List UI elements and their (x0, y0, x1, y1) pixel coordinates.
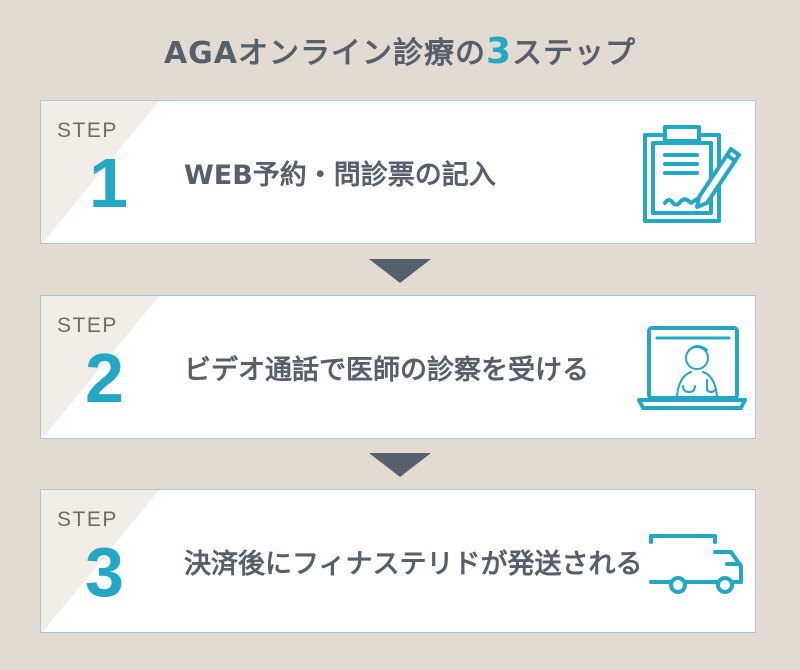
laptop-doctor-icon (637, 326, 747, 410)
clipboard-pen-icon (643, 125, 741, 223)
title-prefix: AGAオンライン診療の (163, 36, 486, 71)
step-label: STEP (57, 314, 118, 337)
title-number: 3 (486, 31, 513, 72)
step-card-1: STEP 1 WEB予約・問診票の記入 (40, 100, 756, 244)
delivery-truck-icon (649, 534, 743, 594)
step-label: STEP (57, 119, 118, 142)
step-corner-shape (41, 296, 159, 438)
step-number: 3 (85, 533, 124, 611)
step-number: 2 (85, 339, 124, 417)
step-label: STEP (57, 508, 118, 531)
step-text: 決済後にフィナステリドが発送される (184, 549, 643, 580)
down-arrow-icon (369, 453, 431, 477)
step-corner-shape (41, 490, 159, 632)
step-corner-shape (41, 101, 159, 243)
step-card-3: STEP 3 決済後にフィナステリドが発送される (40, 489, 756, 633)
step-text: ビデオ通話で医師の診察を受ける (184, 355, 589, 386)
step-text: WEB予約・問診票の記入 (184, 160, 496, 191)
step-card-2: STEP 2 ビデオ通話で医師の診察を受ける (40, 295, 756, 439)
down-arrow-icon (369, 259, 431, 283)
title-suffix: ステップ (512, 36, 637, 71)
page-title: AGAオンライン診療の3ステップ (0, 28, 800, 72)
step-number: 1 (89, 144, 128, 222)
